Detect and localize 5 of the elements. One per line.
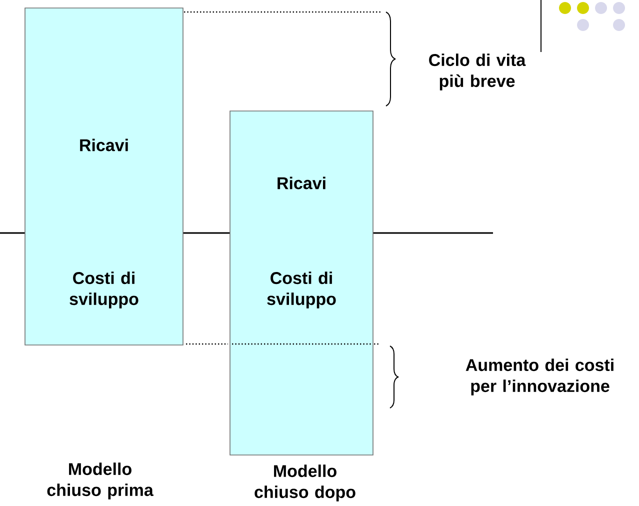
brace-label: Aumento dei costi per l’innovazione xyxy=(466,358,614,396)
bar: Ricavi Costi di sviluppo xyxy=(230,110,374,456)
bar: Ricavi Costi di sviluppo xyxy=(24,8,184,346)
bar-caption: Modello chiuso prima xyxy=(47,462,154,500)
brace-label: Ciclo di vita più breve xyxy=(429,54,526,90)
